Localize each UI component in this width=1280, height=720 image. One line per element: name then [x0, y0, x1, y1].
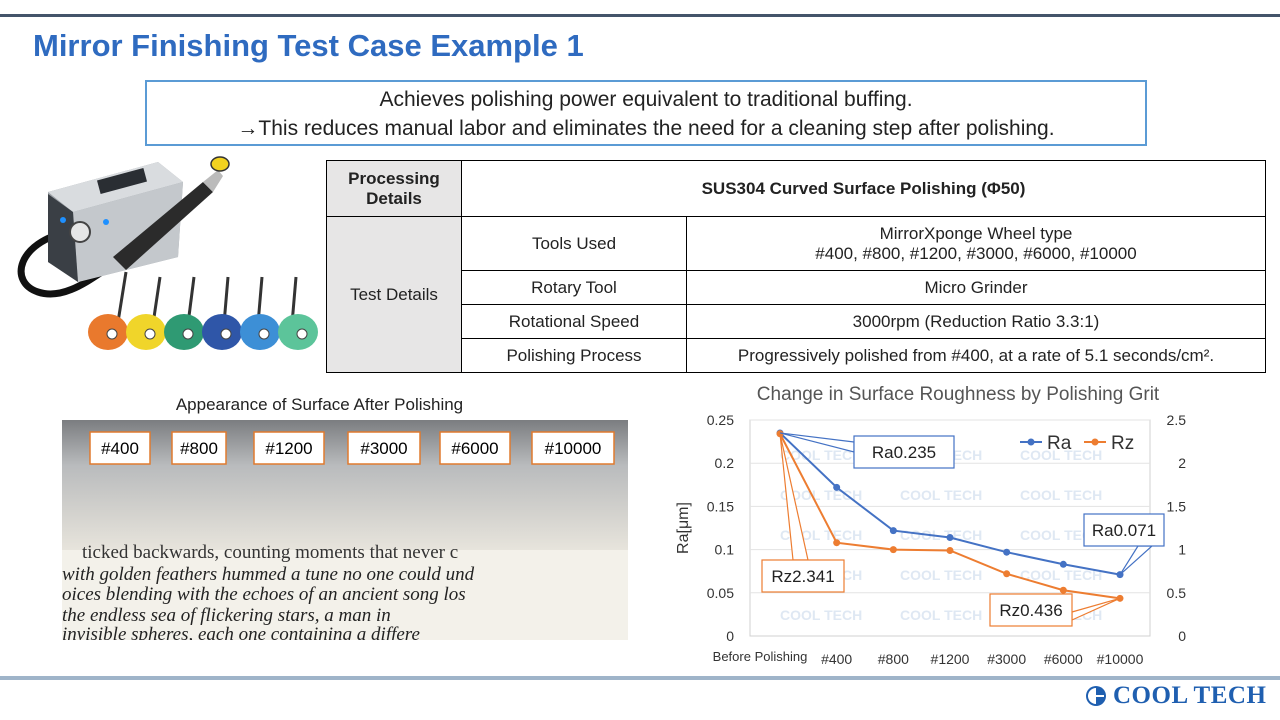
grit-label-1200: #1200 [265, 439, 312, 458]
top-divider [0, 14, 1280, 17]
processing-details-value: SUS304 Curved Surface Polishing (Φ50) [461, 160, 1266, 217]
legend-marker-rz [1091, 438, 1099, 446]
y-tick-label: 0.05 [707, 585, 734, 601]
chart-watermark: COOL TECH [1020, 567, 1102, 583]
photo-text-line-3: oices blending with the echoes of an anc… [62, 584, 466, 605]
data-point-rz [1003, 570, 1011, 578]
y-tick-label: 0.15 [707, 498, 734, 514]
legend-label-rz: Rz [1111, 433, 1134, 454]
callout-ra-end-box [1083, 513, 1165, 547]
cool-tech-logo: COOL TECH [1085, 682, 1266, 710]
y2-tick-label: 2.5 [1167, 412, 1187, 428]
y2-tick-label: 1 [1178, 542, 1186, 558]
tools-used-label: Tools Used [461, 216, 687, 271]
cool-tech-logo-icon [1086, 686, 1106, 706]
rotational-speed-value: 3000rpm (Reduction Ratio 3.3:1) [686, 304, 1266, 339]
callout-rz-start-label: Rz2.341 [771, 567, 834, 586]
callout-ra-start-label: Ra0.235 [872, 443, 936, 462]
grit-label-6000: #6000 [451, 439, 498, 458]
test-details-label: Test Details [326, 216, 462, 373]
micro-grinder-illustration [17, 156, 318, 350]
y2-tick-label: 1.5 [1167, 498, 1187, 514]
roughness-chart: Change in Surface Roughness by Polishing… [675, 384, 1187, 667]
callout-ra-end-label: Ra0.071 [1092, 521, 1156, 540]
summary-line-2: →This reduces manual labor and eliminate… [237, 117, 1055, 140]
grit-label-400: #400 [101, 439, 139, 458]
callout-rz-end-label: Rz0.436 [999, 601, 1062, 620]
grit-label-10000: #10000 [545, 439, 602, 458]
tools-used-value: MirrorXponge Wheel type #400, #800, #120… [686, 216, 1266, 271]
chart-watermark: COOL TECH [1020, 487, 1102, 503]
grit-label-800: #800 [180, 439, 218, 458]
x-tick-label: #800 [878, 651, 909, 667]
data-point-rz [946, 546, 954, 554]
data-point-rz [1059, 586, 1067, 594]
data-point-ra [1003, 548, 1011, 556]
y-tick-label: 0.25 [707, 412, 734, 428]
x-tick-label: #6000 [1044, 651, 1083, 667]
tools-used-value-line-1: MirrorXponge Wheel type [879, 223, 1073, 243]
chart-title: Change in Surface Roughness by Polishing… [757, 384, 1160, 405]
rotary-tool-label: Rotary Tool [461, 270, 687, 305]
y2-tick-label: 2 [1178, 455, 1186, 471]
callout-ra-start-box [853, 435, 955, 469]
chart-watermark: COOL TECH [780, 607, 862, 623]
chart-watermark: COOL TECH [900, 607, 982, 623]
chart-watermark: COOL TECH [900, 487, 982, 503]
x-tick-label: #10000 [1097, 651, 1144, 667]
y-axis-title: Ra[μm] [675, 502, 692, 554]
chart-watermark: COOL TECH [1020, 527, 1102, 543]
polishing-process-label: Polishing Process [461, 338, 687, 373]
x-tick-label: #1200 [931, 651, 970, 667]
summary-callout: Achieves polishing power equivalent to t… [145, 80, 1147, 146]
data-point-ra [946, 534, 954, 542]
rotational-speed-label: Rotational Speed [461, 304, 687, 339]
rotary-tool-value: Micro Grinder [686, 270, 1266, 305]
data-point-rz [833, 539, 841, 547]
legend-marker-ra [1027, 438, 1035, 446]
photo-text-line-1: ticked backwards, counting moments that … [82, 542, 458, 563]
x-tick-label: #3000 [987, 651, 1026, 667]
photo-text-line-5: invisible spheres, each one containing a… [62, 624, 420, 640]
photo-text-line-4: the endless sea of flickering stars, a m… [62, 605, 391, 626]
polishing-process-value: Progressively polished from #400, at a r… [686, 338, 1266, 373]
chart-watermark: COOL TECH [1020, 447, 1102, 463]
polished-surface-photo: #400 #800 #1200 #3000 #6000 #10000 ticke… [62, 420, 628, 640]
bottom-divider [0, 676, 1280, 680]
data-point-ra [1059, 560, 1067, 568]
x-tick-label: #400 [821, 651, 852, 667]
page-title: Mirror Finishing Test Case Example 1 [33, 28, 584, 63]
processing-details-table: Processing Details SUS304 Curved Surface… [326, 160, 1266, 373]
y-tick-label: 0.2 [715, 455, 735, 471]
y2-tick-label: 0.5 [1167, 585, 1187, 601]
grit-label-3000: #3000 [360, 439, 407, 458]
y2-tick-label: 0 [1178, 628, 1186, 644]
x-tick-label: Before Polishing [713, 649, 808, 664]
wheel-row-icon [88, 271, 318, 350]
callout-rz-start-box [761, 559, 845, 593]
tools-used-value-line-2: #400, #800, #1200, #3000, #6000, #10000 [815, 243, 1137, 263]
legend-label-ra: Ra [1047, 433, 1072, 454]
y-tick-label: 0 [726, 628, 734, 644]
photo-grit-labels: #400 #800 #1200 #3000 #6000 #10000 [89, 431, 615, 465]
data-point-ra [833, 483, 841, 491]
callout-rz-end-box [989, 593, 1073, 627]
photo-caption: Appearance of Surface After Polishing [175, 395, 464, 414]
chart-watermark: COOL TECH [780, 447, 862, 463]
cool-tech-logo-text: COOL TECH [1113, 682, 1267, 709]
processing-details-label: Processing Details [326, 160, 462, 217]
summary-line-1: Achieves polishing power equivalent to t… [379, 88, 913, 111]
chart-watermark: COOL TECH [900, 527, 982, 543]
chart-watermark: COOL TECH [900, 567, 982, 583]
photo-text-line-2: with golden feathers hummed a tune no on… [62, 564, 475, 585]
y-tick-label: 0.1 [715, 542, 735, 558]
data-point-ra [889, 527, 897, 535]
data-point-rz [889, 546, 897, 554]
